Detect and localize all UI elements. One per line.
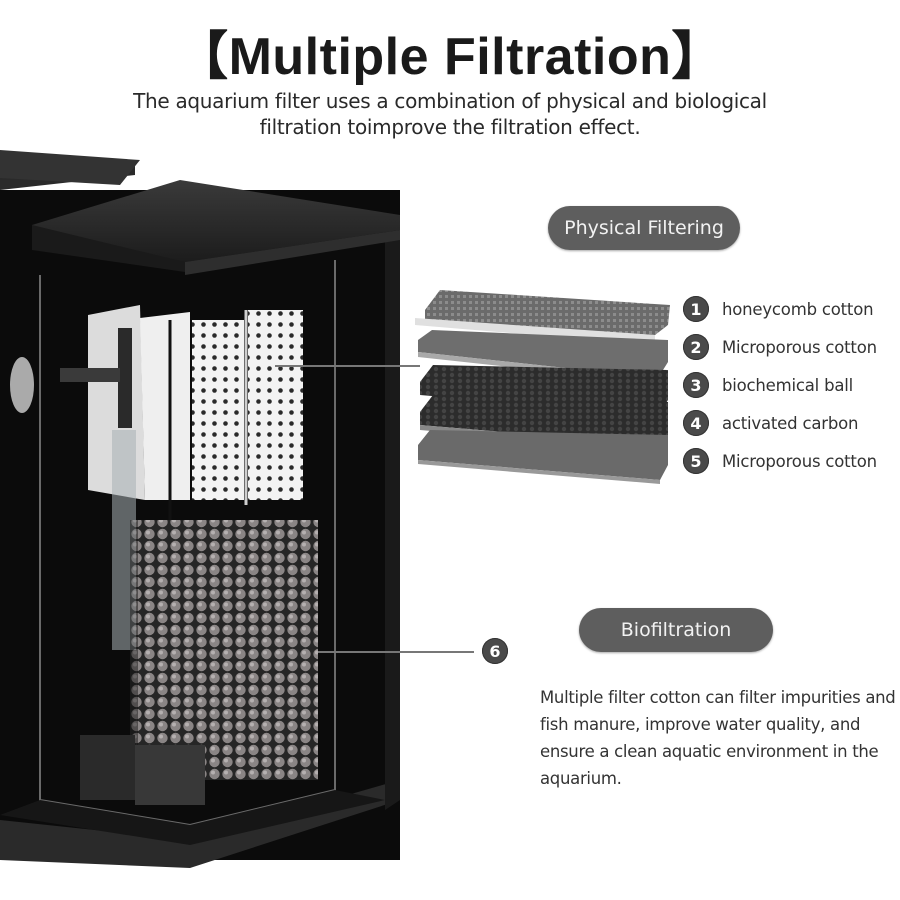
physical-filtering-badge: Physical Filtering — [548, 206, 740, 250]
number-badge: 5 — [683, 448, 709, 474]
aquarium-cutaway-illustration — [0, 150, 670, 868]
subtitle-line-2: filtration toimprove the filtration effe… — [259, 115, 641, 139]
bio-number-badge: 6 — [482, 638, 508, 664]
legend-item: 1 honeycomb cotton — [683, 290, 877, 328]
page-title: 【Multiple Filtration】 — [176, 28, 724, 86]
legend-item: 5 Microporous cotton — [683, 442, 877, 480]
legend-item: 3 biochemical ball — [683, 366, 877, 404]
number-badge: 2 — [683, 334, 709, 360]
legend-item: 4 activated carbon — [683, 404, 877, 442]
legend-label: activated carbon — [722, 413, 859, 433]
number-badge: 4 — [683, 410, 709, 436]
biofiltration-badge: Biofiltration — [579, 608, 773, 652]
filter-layers-exploded — [415, 290, 670, 484]
legend-label: biochemical ball — [722, 375, 854, 395]
filter-layer-legend: 1 honeycomb cotton 2 Microporous cotton … — [683, 290, 877, 480]
legend-label: honeycomb cotton — [722, 299, 874, 319]
water-pump — [80, 735, 205, 805]
bio-description: Multiple filter cotton can filter impuri… — [540, 688, 896, 788]
number-badge: 3 — [683, 372, 709, 398]
legend-item: 2 Microporous cotton — [683, 328, 877, 366]
legend-label: Microporous cotton — [722, 451, 877, 471]
number-badge: 1 — [683, 296, 709, 322]
page-subtitle: The aquarium filter uses a combination o… — [100, 88, 800, 140]
tank-lid — [0, 150, 400, 275]
legend-label: Microporous cotton — [722, 337, 877, 357]
subtitle-line-1: The aquarium filter uses a combination o… — [133, 89, 767, 113]
